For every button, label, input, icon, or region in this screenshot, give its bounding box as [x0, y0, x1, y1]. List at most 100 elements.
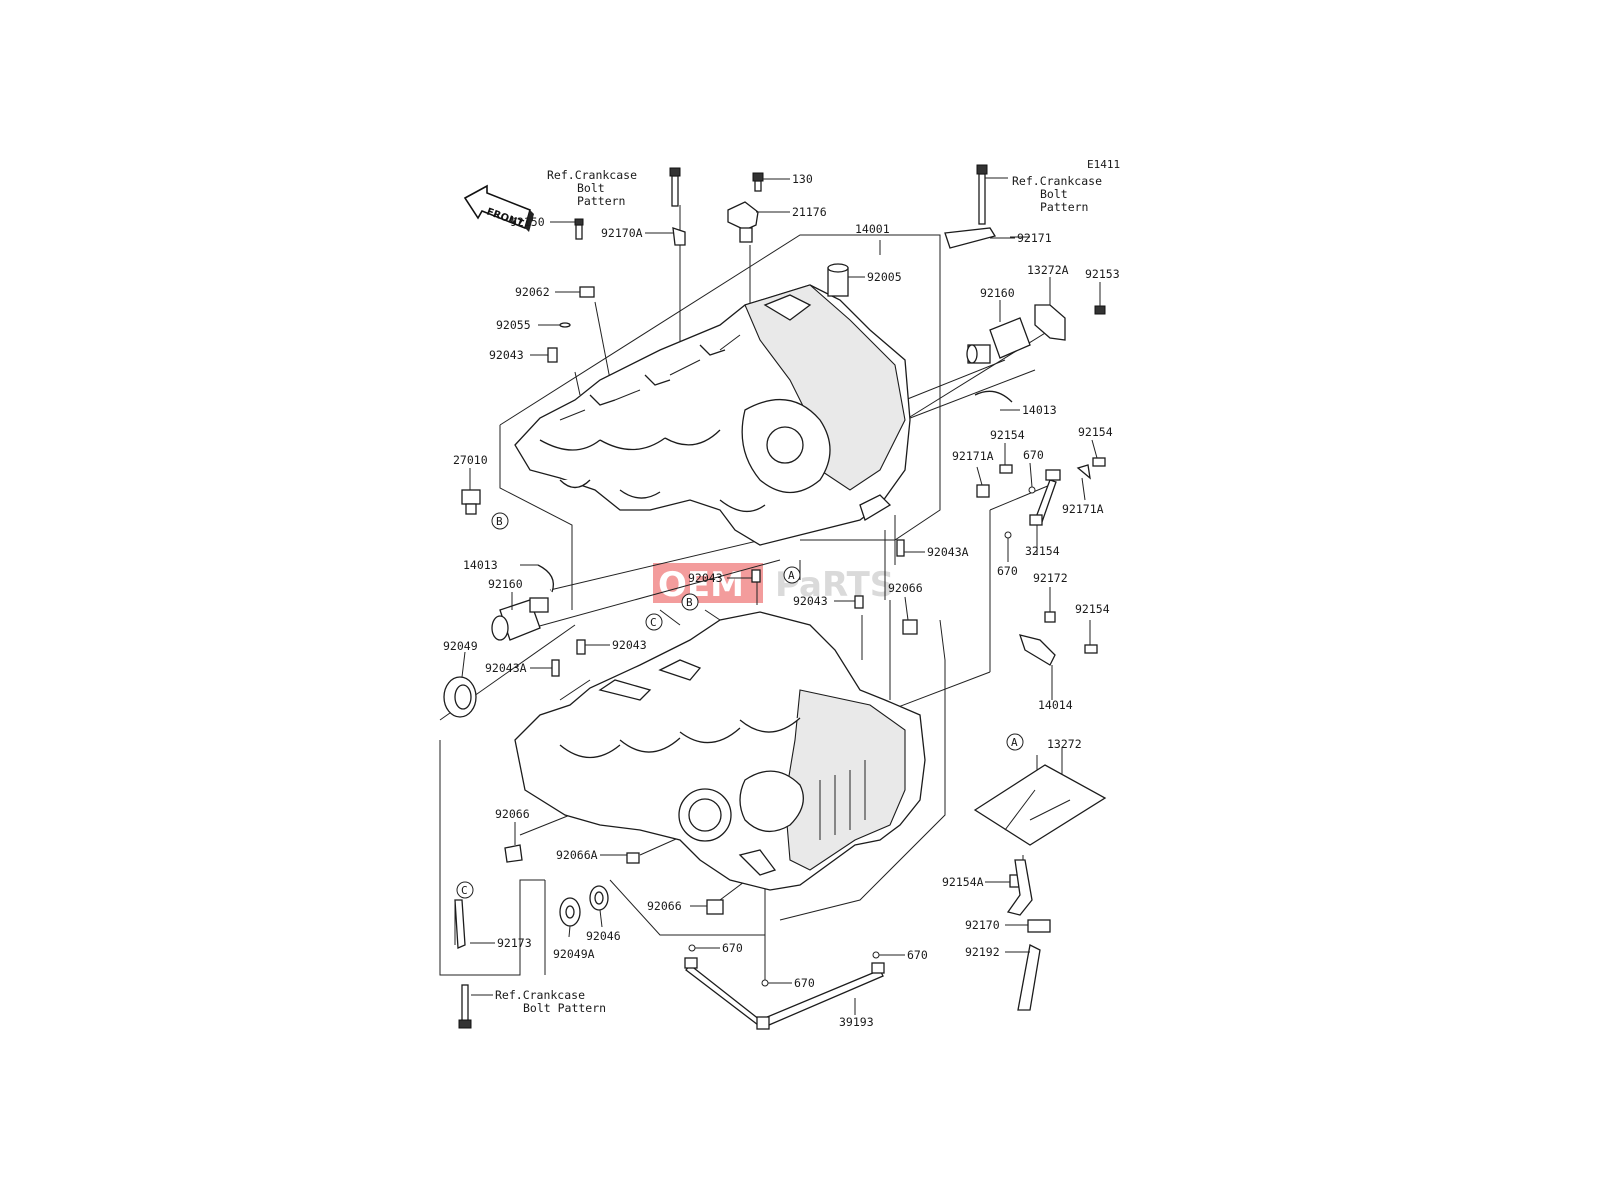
label-670-a: 670	[1023, 448, 1044, 462]
leader-lines	[439, 205, 1051, 980]
label-92043-top: 92043	[489, 348, 524, 362]
dowel-92043-top	[547, 347, 558, 363]
ref-label-top-right-2: Bolt	[1040, 187, 1068, 201]
ref-label-top-left-3: Pattern	[577, 194, 625, 208]
lower-crankcase	[514, 611, 926, 891]
plate-14014	[1019, 634, 1056, 666]
label-92043-low: 92043	[612, 638, 647, 652]
ref-label-top-right-1: Ref.Crankcase	[1012, 174, 1102, 188]
svg-text:OEM: OEM	[658, 565, 744, 605]
label-92049A: 92049A	[553, 947, 595, 961]
bolt-top-left	[669, 167, 681, 207]
label-92153: 92153	[1085, 267, 1120, 281]
label-92005: 92005	[867, 270, 902, 284]
hose-92192	[1017, 944, 1041, 1011]
label-14013-mid: 14013	[463, 558, 498, 572]
ref-marker-C-low: C	[456, 881, 474, 899]
clamp-92170	[1027, 919, 1051, 933]
plate-92171	[944, 227, 997, 249]
ref-label-top-right-3: Pattern	[1040, 200, 1088, 214]
label-670-d: 670	[907, 948, 928, 962]
label-92154-a: 92154	[990, 428, 1025, 442]
label-92160-mid: 92160	[488, 577, 523, 591]
dowel-92043-mid1	[751, 569, 761, 583]
dowel-92043-low	[576, 639, 586, 655]
label-670-b: 670	[997, 564, 1018, 578]
label-92043-mid2: 92043	[793, 594, 828, 608]
bolt-92154-b	[1092, 457, 1106, 467]
seal-92160-top	[966, 317, 1031, 364]
bolt-bottom-left	[458, 984, 472, 1029]
label-92066-bot: 92066	[647, 899, 682, 913]
label-92062: 92062	[515, 285, 550, 299]
ref-marker-B-mid: B	[681, 593, 699, 611]
ref-marker-A-low: A	[1006, 733, 1024, 751]
label-14014: 14014	[1038, 698, 1073, 712]
oring-92055	[559, 322, 571, 328]
bolt-92150	[574, 218, 584, 240]
label-670-e: 670	[794, 976, 815, 990]
plug-92005	[827, 263, 849, 297]
label-92171A-b: 92171A	[1062, 502, 1104, 516]
label-92043A-low: 92043A	[485, 661, 527, 675]
plug-92066-low	[504, 844, 523, 863]
bolt-92154-c	[1084, 644, 1098, 654]
plug-92066A	[626, 852, 640, 864]
orings-670-bottom	[688, 944, 880, 987]
label-92171A-a: 92171A	[952, 449, 994, 463]
ref-marker-B-top: B	[491, 512, 509, 530]
label-92154A: 92154A	[942, 875, 984, 889]
label-670-c: 670	[722, 941, 743, 955]
dowel-92043A-mid	[896, 539, 905, 557]
label-92170: 92170	[965, 918, 1000, 932]
bolt-long-top-right	[976, 164, 988, 225]
label-39193: 39193	[839, 1015, 874, 1029]
label-92170A: 92170A	[601, 226, 643, 240]
upper-crankcase	[514, 284, 911, 546]
label-92171: 92171	[1017, 231, 1052, 245]
pipe-oil-strainer	[1006, 859, 1033, 916]
clip-92170A	[672, 227, 686, 246]
fitting-92062	[579, 286, 595, 298]
sensor-21176	[727, 201, 759, 243]
label-92173: 92173	[497, 936, 532, 950]
label-14013-top: 14013	[1022, 403, 1057, 417]
label-27010: 27010	[453, 453, 488, 467]
pipe-39193	[684, 957, 885, 1030]
bolt-92172	[1044, 611, 1056, 623]
label-92150: 92150	[510, 215, 545, 229]
clip-92171A-b	[1076, 464, 1091, 480]
label-21176: 21176	[792, 205, 827, 219]
oring-670-a	[1028, 486, 1036, 494]
clip-92171A-a	[976, 484, 990, 498]
label-92192: 92192	[965, 945, 1000, 959]
clip-14013-mid	[537, 564, 555, 593]
label-13272: 13272	[1047, 737, 1082, 751]
label-leaders	[461, 177, 1101, 1015]
sensor-27010	[461, 489, 481, 515]
plug-92066-mid	[902, 619, 918, 635]
svg-text:B: B	[686, 596, 693, 609]
plug-92066-bot	[706, 899, 724, 915]
plate-13272	[973, 764, 1107, 846]
diagram-code: E1411	[1087, 158, 1120, 171]
ref-label-top-left-1: Ref.Crankcase	[547, 168, 637, 182]
bolt-92154-a	[999, 464, 1013, 474]
label-92066-low: 92066	[495, 807, 530, 821]
ref-label-bottom-2: Bolt Pattern	[523, 1001, 606, 1015]
ref-label-top-left-2: Bolt	[577, 181, 605, 195]
bearing-92046	[589, 885, 609, 911]
bolt-130	[752, 172, 764, 192]
label-92046: 92046	[586, 929, 621, 943]
label-92172: 92172	[1033, 571, 1068, 585]
bolt-92153	[1094, 305, 1106, 315]
label-14001: 14001	[855, 222, 890, 236]
clip-14013-top	[974, 390, 1013, 403]
svg-text:B: B	[496, 515, 503, 528]
pipe-32154	[1029, 469, 1061, 526]
svg-text:C: C	[461, 884, 468, 897]
label-92154-c: 92154	[1075, 602, 1110, 616]
label-92049: 92049	[443, 639, 478, 653]
dowel-92043-mid2	[854, 595, 864, 609]
